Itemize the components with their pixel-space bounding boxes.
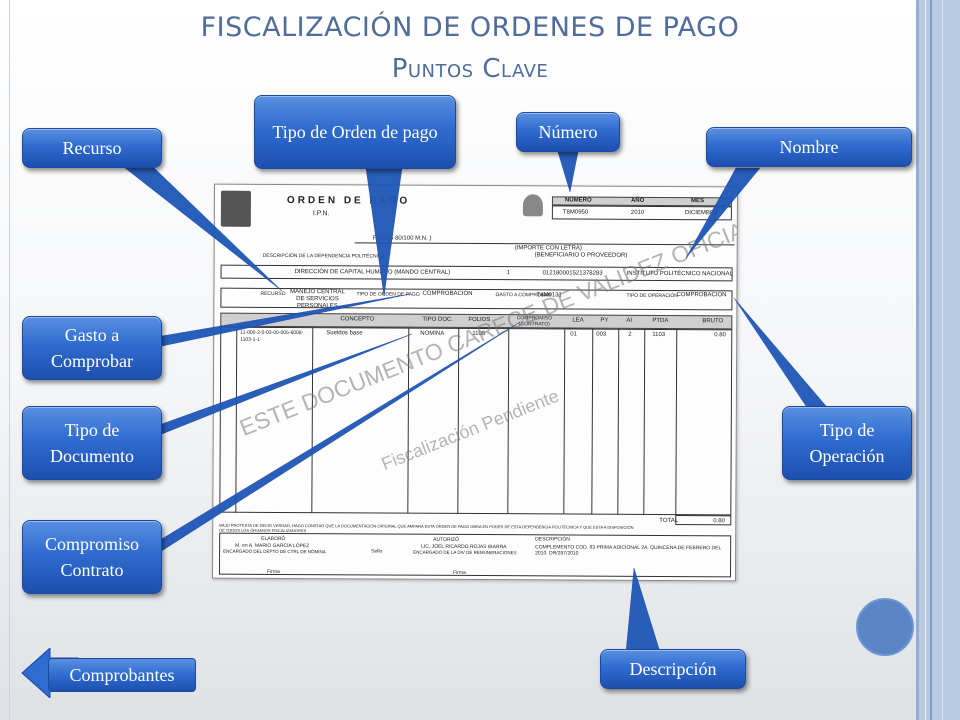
callout-descripcion: Descripción [600, 649, 746, 689]
pointer-tipo-orden [365, 167, 403, 297]
callout-compromiso-contrato: Compromiso Contrato [22, 520, 162, 594]
pointer-tipo-documento [161, 333, 413, 435]
decorative-right-strip [916, 0, 960, 720]
callout-gasto-comprobar: Gasto a Comprobar [22, 316, 162, 380]
callout-numero: Número [516, 112, 620, 152]
pointer-tipo-operacion [733, 297, 827, 407]
slide-title: FISCALIZACIÓN DE ORDENES DE PAGO [200, 12, 740, 43]
pointer-nombre [685, 167, 761, 259]
callout-tipo-operacion: Tipo de Operación [782, 406, 912, 480]
pointer-recurso [119, 163, 283, 292]
callout-nombre: Nombre [706, 127, 912, 167]
callout-tipo-documento: Tipo de Documento [22, 406, 162, 480]
pointer-gasto [161, 293, 411, 347]
left-rule [9, 0, 10, 720]
comprobantes-back-button[interactable]: Comprobantes [20, 648, 196, 698]
comprobantes-label: Comprobantes [48, 658, 196, 692]
pointer-compromiso [159, 321, 521, 553]
pointer-descripcion [625, 567, 661, 653]
callout-recurso: Recurso [22, 128, 162, 168]
pointer-numero [557, 151, 579, 193]
callout-tipo-orden: Tipo de Orden de pago [254, 95, 456, 169]
slide-subtitle: Puntos Clave [391, 54, 549, 84]
decorative-circle [856, 598, 914, 656]
